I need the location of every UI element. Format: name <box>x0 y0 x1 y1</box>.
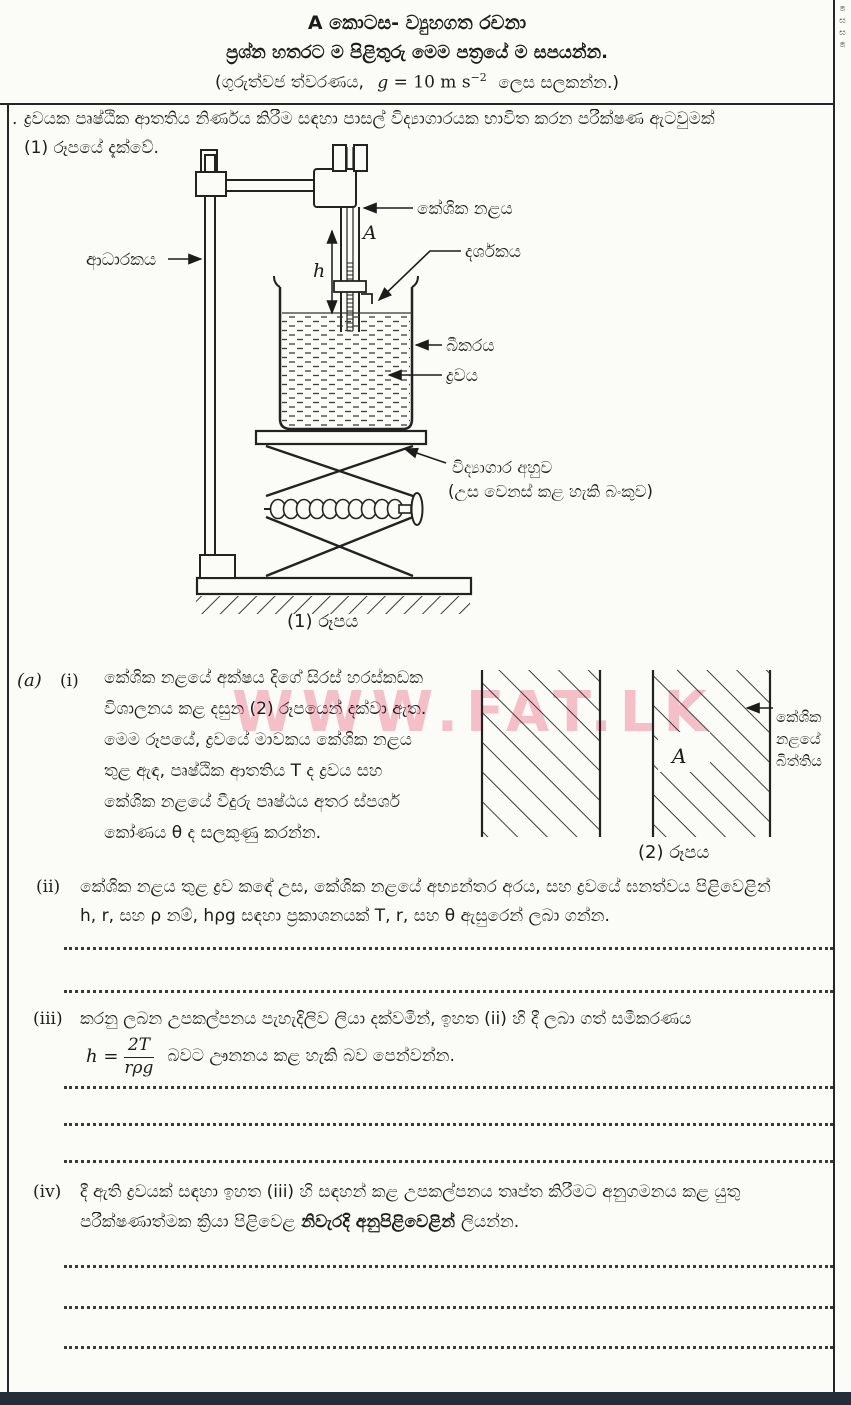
part-a-i-line1: කේශික නළයේ අක්ෂය දිගේ සිරස් හරස්කඩක <box>104 668 424 688</box>
part-a-iv-line2-bold: නිවැරදි අනුපිළිවෙළින් <box>295 1212 461 1232</box>
wall-label-line2: නළයේ <box>776 730 821 748</box>
wall-label-line1: කේශික <box>776 708 821 726</box>
label-h: h <box>313 260 325 282</box>
equation-fraction: 2T rρg <box>123 1035 154 1078</box>
figure1-apparatus: h A <box>86 144 653 632</box>
gravity-note: (ගුරුත්වජ ත්වරණය, g = 10 m s−2 ලෙස සලකන්… <box>0 71 834 94</box>
label-stand: ආධාරකය <box>86 250 156 271</box>
part-a-ii-label: (ii) <box>36 877 61 897</box>
part-a-label: (a) <box>17 670 42 691</box>
figure1-caption: (1) රූපය <box>287 611 358 632</box>
clamp <box>313 144 368 208</box>
tube-wall-left-section <box>480 670 602 837</box>
part-a-iii-line2-rest: බවට ඌනනය කළ හැකි බව පෙන්වන්න. <box>167 1046 455 1067</box>
header-instruction: ප්‍රශ්න හතරට ම පිළිතුරු මෙම පත්‍රයේ ම සප… <box>226 42 608 63</box>
label-A: A <box>361 222 377 244</box>
liquid <box>282 312 412 427</box>
figure2-label-A: A <box>670 744 686 768</box>
ground-hatching <box>196 596 470 614</box>
answer-line-4 <box>64 1123 833 1126</box>
gravity-note-prefix: (ගුරුත්වජ ත්වරණය, <box>214 72 364 93</box>
part-a-iv-label: (iv) <box>33 1182 62 1202</box>
gravity-g-exponent: −2 <box>470 71 487 84</box>
beaker <box>273 275 419 431</box>
answer-line-5 <box>64 1160 833 1163</box>
gravity-g-symbol: g <box>377 72 389 93</box>
part-a-i-line3: මෙම රූපයේ, ද්‍රවයේ මාවකය කේශික නළය <box>104 730 412 750</box>
wall-label-line3: බිත්තිය <box>776 752 822 770</box>
part-a-iii-label: (iii) <box>33 1009 63 1029</box>
part-a-i-line5: කේශික නළයේ වීදුරු පෘෂ්ඨය අතර ස්පර්ශ <box>104 792 400 812</box>
answer-line-2 <box>64 990 833 993</box>
answer-line-3 <box>64 1086 833 1089</box>
figure2-caption: (2) රූපය <box>638 842 709 863</box>
label-lab-jack-line1: විද්‍යාගාර අහුව <box>452 458 552 479</box>
part-a-ii-line1: කේශික නළය තුළ ද්‍රව කඳේ උස, කේශික නළයේ අ… <box>80 877 771 897</box>
label-index: දර්ශකය <box>465 242 521 262</box>
equation-numerator: 2T <box>123 1035 154 1058</box>
answer-line-1 <box>64 947 833 950</box>
equation-denominator: rρg <box>124 1057 154 1078</box>
question1-intro-line1: ද්‍රවයක පෘෂ්ඨික ආතතිය නිර්ණය කිරීම සඳහා … <box>24 109 715 129</box>
part-a-i-label: (i) <box>60 671 79 691</box>
part-a-i-text: කේශික නළයේ අක්ෂය දිගේ සිරස් හරස්කඩක විශා… <box>104 668 476 854</box>
label-lab-jack-line2: (උස වෙනස් කළ හැකි බංකුව) <box>448 482 653 502</box>
part-a-iv-line1: දී ඇති ද්‍රවයක් සඳහා ඉහත (iii) හි සඳහන් … <box>80 1182 741 1202</box>
equation-lhs: h = <box>86 1045 119 1067</box>
tube-wall-right-section <box>651 670 772 837</box>
section-title: A කොටස- ව්‍යුහගත රචනා <box>307 12 527 34</box>
part-a-iii-equation-row: h = 2T rρg බවට ඌනනය කළ හැකි බව පෙන්වන්න. <box>86 1035 455 1078</box>
bottom-bar <box>0 1392 851 1405</box>
label-liquid: ද්‍රවය <box>446 366 478 386</box>
figure2-cross-section: A කේශික නළයේ බිත්තිය (2) රූපය <box>480 670 822 863</box>
edge-marks: ෧ඝඝ෧ <box>837 4 847 52</box>
gravity-g-value: = 10 m s <box>388 72 471 93</box>
top-rule <box>0 103 835 105</box>
figure1-arrows <box>168 202 461 464</box>
gravity-note-suffix: ලෙස සලකන්න.) <box>498 72 620 93</box>
label-beaker: බීකරය <box>446 336 494 356</box>
left-border <box>7 103 9 1393</box>
part-a-iv-line2: පරීක්ෂණාත්මක ක්‍රියා පිළිවෙළ නිවැරදි අනු… <box>80 1212 519 1233</box>
part-a-ii-line2: h, r, සහ ρ නම්, hρg සඳහා ප්‍රකාශනයක් T, … <box>80 906 610 926</box>
question1-intro-line2: (1) රූපයේ දැක්වේ. <box>24 138 159 158</box>
right-border <box>833 0 835 1393</box>
part-a-iv-line2-end: ලියන්න. <box>460 1212 520 1232</box>
question-number: . <box>12 109 18 129</box>
watermark: WWW.FAT.LK <box>232 680 715 745</box>
part-a-i-line2: විශාලනය කළ දසුන (2) රූපයෙන් දක්වා ඇත. <box>104 699 427 719</box>
answer-line-7 <box>64 1306 833 1309</box>
part-a-i-line6: කෝණය θ ද සලකුණු කරන්න. <box>104 823 322 843</box>
answer-line-6 <box>64 1265 833 1268</box>
label-capillary-tube: කේශික නළය <box>417 199 513 219</box>
part-a-i-line4: තුළ ඇඳ, පෘෂ්ඨික ආතතිය T ද ද්‍රවය සහ <box>104 761 383 781</box>
lab-jack <box>195 429 473 596</box>
part-a-iii-line1: කරනු ලබන උපකල්පනය පැහැදිලිව ලියා දක්වමින… <box>80 1009 692 1029</box>
answer-line-8 <box>64 1346 833 1349</box>
part-a-iv-line2-normal: පරීක්ෂණාත්මක ක්‍රියා පිළිවෙළ <box>80 1212 296 1232</box>
